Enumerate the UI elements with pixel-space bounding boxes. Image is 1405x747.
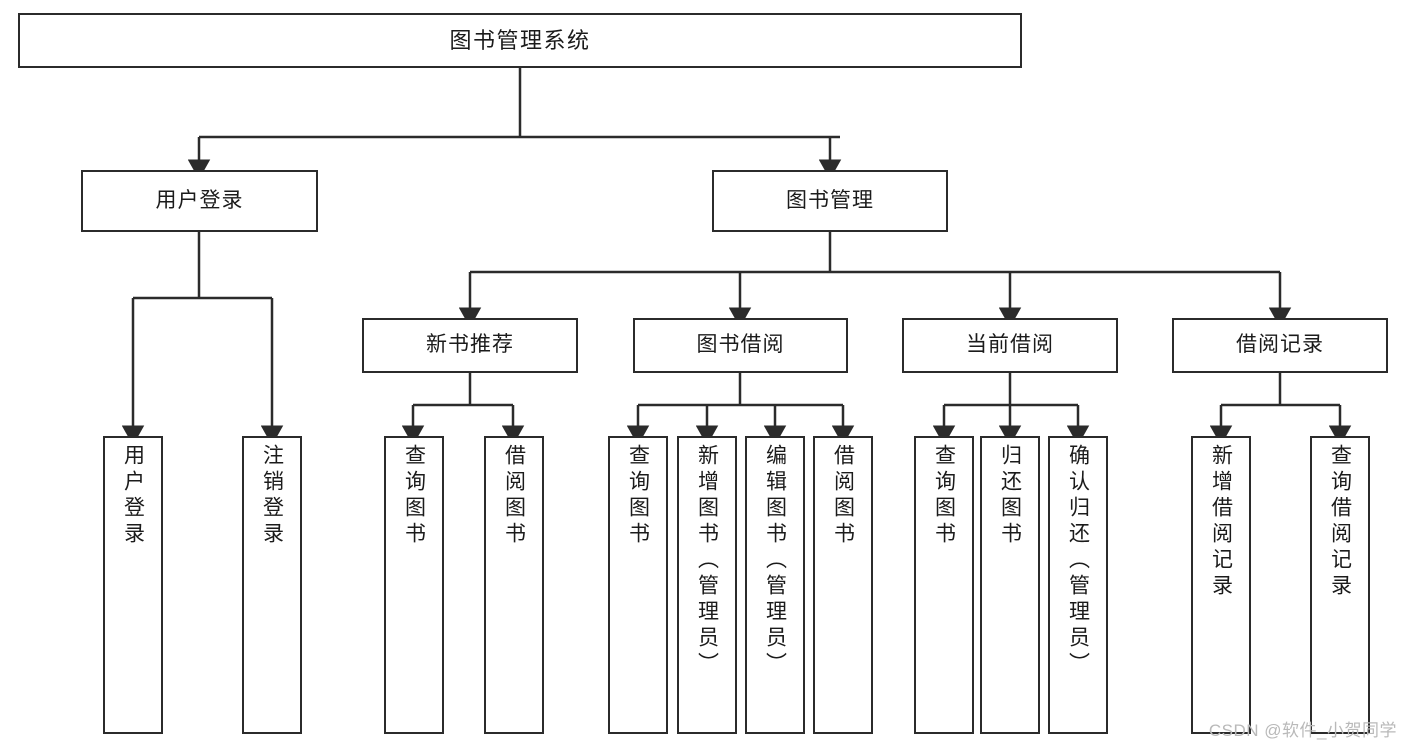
node-label: 新增借阅记录 [1209,444,1233,600]
node-label: 查询图书 [932,444,956,548]
node-label: 新增图书（管理员） [695,444,719,678]
node-leaf-logout-login[interactable]: 注销登录 [242,436,302,734]
node-label: 查询借阅记录 [1328,444,1352,600]
node-label: 注销登录 [260,444,284,548]
node-current-borrow[interactable]: 当前借阅 [902,318,1118,373]
node-leaf-query-book-2[interactable]: 查询图书 [608,436,668,734]
node-label: 确认归还（管理员） [1066,444,1090,678]
node-root-book-management-system[interactable]: 图书管理系统 [18,13,1022,68]
node-label: 归还图书 [998,444,1022,548]
node-label: 借阅图书 [502,444,526,548]
node-label: 用户登录 [155,188,244,212]
node-book-borrow[interactable]: 图书借阅 [633,318,848,373]
watermark-text: CSDN @软件_小贺同学 [1208,721,1397,740]
node-label: 用户登录 [121,444,145,548]
node-leaf-return-book[interactable]: 归还图书 [980,436,1040,734]
node-leaf-query-book-3[interactable]: 查询图书 [914,436,974,734]
node-leaf-edit-book[interactable]: 编辑图书（管理员） [745,436,805,734]
node-user-login[interactable]: 用户登录 [81,170,318,232]
node-leaf-borrow-book-2[interactable]: 借阅图书 [813,436,873,734]
node-label: 当前借阅 [966,333,1054,357]
node-leaf-query-record[interactable]: 查询借阅记录 [1310,436,1370,734]
node-leaf-borrow-book-1[interactable]: 借阅图书 [484,436,544,734]
node-leaf-query-book-1[interactable]: 查询图书 [384,436,444,734]
node-label: 图书管理 [786,188,874,212]
node-leaf-add-book[interactable]: 新增图书（管理员） [677,436,737,734]
node-label: 查询图书 [402,444,426,548]
node-leaf-add-record[interactable]: 新增借阅记录 [1191,436,1251,734]
node-label: 图书管理系统 [449,27,591,53]
node-leaf-user-login[interactable]: 用户登录 [103,436,163,734]
node-borrow-record[interactable]: 借阅记录 [1172,318,1388,373]
node-label: 借阅记录 [1236,333,1324,357]
node-label: 新书推荐 [426,333,514,357]
node-label: 编辑图书（管理员） [763,444,787,678]
node-label: 查询图书 [626,444,650,548]
node-label: 借阅图书 [831,444,855,548]
node-label: 图书借阅 [696,333,785,357]
node-new-book-recommend[interactable]: 新书推荐 [362,318,578,373]
node-leaf-confirm-return[interactable]: 确认归还（管理员） [1048,436,1108,734]
node-book-management[interactable]: 图书管理 [712,170,948,232]
